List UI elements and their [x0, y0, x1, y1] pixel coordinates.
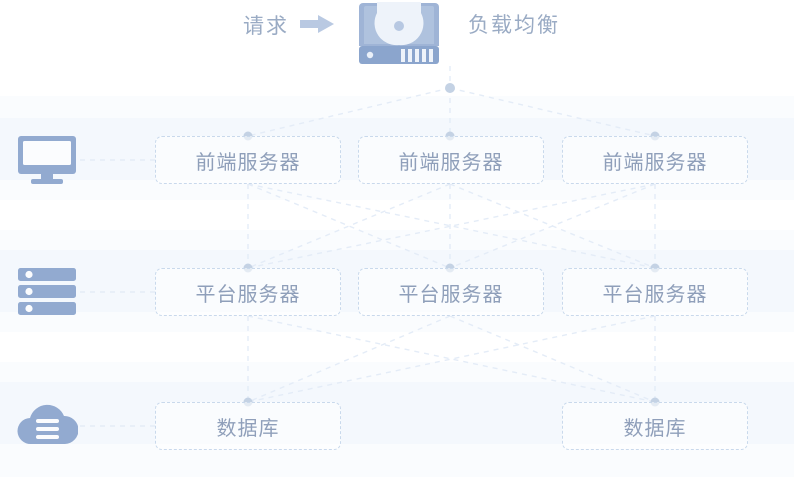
- node-frontend-server-1[interactable]: 前端服务器: [155, 136, 341, 184]
- node-label: 数据库: [216, 415, 280, 440]
- node-database-2[interactable]: 数据库: [562, 402, 748, 450]
- node-database-1[interactable]: 数据库: [155, 402, 341, 450]
- background-band: [0, 362, 794, 382]
- hard-disk-icon: [357, 0, 441, 72]
- request-label: 请求: [243, 14, 289, 38]
- monitor-icon: [18, 136, 76, 188]
- node-platform-server-2[interactable]: 平台服务器: [358, 268, 544, 316]
- arrow-right-icon: [300, 14, 338, 38]
- server-rack-icon: [18, 268, 76, 320]
- node-label: 平台服务器: [602, 281, 708, 306]
- node-label: 前端服务器: [195, 149, 301, 174]
- node-label: 前端服务器: [602, 149, 708, 174]
- node-frontend-server-2[interactable]: 前端服务器: [358, 136, 544, 184]
- node-label: 前端服务器: [398, 149, 504, 174]
- node-frontend-server-3[interactable]: 前端服务器: [562, 136, 748, 184]
- cloud-database-icon: [16, 402, 79, 452]
- background-band: [0, 230, 794, 250]
- node-label: 平台服务器: [398, 281, 504, 306]
- load-balancer-label: 负载均衡: [468, 13, 560, 37]
- background-band: [0, 96, 794, 118]
- node-platform-server-1[interactable]: 平台服务器: [155, 268, 341, 316]
- node-label: 数据库: [623, 415, 687, 440]
- node-platform-server-3[interactable]: 平台服务器: [562, 268, 748, 316]
- node-label: 平台服务器: [195, 281, 301, 306]
